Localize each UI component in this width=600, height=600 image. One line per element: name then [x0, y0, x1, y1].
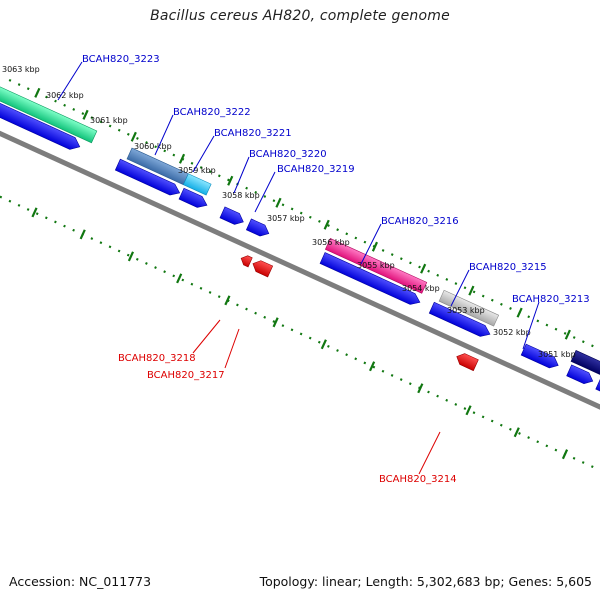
upper-ruler	[8, 78, 600, 372]
map-title: Bacillus cereus AH820, complete genome	[150, 8, 450, 24]
ruler-label: 3057 kbp	[267, 214, 305, 223]
reverse-gene-arrow[interactable]	[239, 254, 253, 268]
forward-gene-arrow[interactable]	[178, 187, 209, 211]
feature-bar-navy[interactable]	[570, 350, 600, 379]
feature-bar-cyan[interactable]	[183, 173, 212, 196]
gene-labels: BCAH820_3223 BCAH820_3222 BCAH820_3221 B…	[82, 54, 590, 485]
gene-label-bcah820-3220[interactable]: BCAH820_3220	[249, 149, 327, 160]
gene-label-bcah820-3214[interactable]: BCAH820_3214	[379, 474, 457, 485]
forward-gene-arrow[interactable]	[520, 343, 561, 371]
ruler-label: 3063 kbp	[2, 65, 40, 74]
gene-label-bcah820-3216[interactable]: BCAH820_3216	[381, 216, 459, 227]
ruler-label: 3052 kbp	[493, 328, 531, 337]
accession-label: Accession: NC_011773	[9, 574, 152, 589]
reverse-gene-arrows	[239, 254, 479, 372]
forward-gene-arrow[interactable]	[0, 94, 82, 152]
ruler-label: 3062 kbp	[46, 91, 84, 100]
ruler-label: 3059 kbp	[178, 166, 216, 175]
forward-gene-arrow[interactable]	[566, 364, 596, 387]
gene-label-bcah820-3221[interactable]: BCAH820_3221	[214, 128, 292, 139]
reverse-gene-arrow[interactable]	[454, 351, 479, 372]
ruler-label: 3060 kbp	[134, 142, 172, 151]
gene-label-bcah820-3219[interactable]: BCAH820_3219	[277, 164, 355, 175]
ruler-label: 3056 kbp	[312, 238, 350, 247]
gene-label-bcah820-3217[interactable]: BCAH820_3217	[147, 370, 225, 381]
genome-backbone	[0, 121, 600, 425]
lower-ruler	[0, 179, 600, 472]
gene-label-bcah820-3222[interactable]: BCAH820_3222	[173, 107, 251, 118]
reverse-gene-arrow[interactable]	[250, 258, 274, 278]
ruler-label: 3054 kbp	[402, 284, 440, 293]
feature-bar-green[interactable]	[0, 80, 98, 144]
ruler-label: 3058 kbp	[222, 191, 260, 200]
ruler-labels: 3063 kbp 3062 kbp 3061 kbp 3060 kbp 3059…	[2, 65, 576, 359]
forward-gene-arrow[interactable]	[245, 218, 271, 239]
forward-gene-arrow[interactable]	[114, 158, 182, 198]
gene-label-bcah820-3215[interactable]: BCAH820_3215	[469, 262, 547, 273]
forward-gene-arrow[interactable]	[319, 252, 422, 308]
forward-gene-arrow[interactable]	[219, 206, 246, 227]
rotated-track-frame	[0, 78, 600, 472]
forward-gene-arrows	[0, 94, 600, 406]
ruler-label: 3053 kbp	[447, 306, 485, 315]
ruler-label: 3061 kbp	[90, 116, 128, 125]
ruler-label: 3051 kbp	[538, 350, 576, 359]
feature-bar-pink[interactable]	[324, 238, 428, 294]
leader-lines	[57, 61, 540, 475]
topology-label: Topology: linear; Length: 5,302,683 bp; …	[259, 574, 592, 589]
gene-label-bcah820-3223[interactable]: BCAH820_3223	[82, 54, 160, 65]
gene-label-bcah820-3213[interactable]: BCAH820_3213	[512, 294, 590, 305]
forward-gene-arrow[interactable]	[595, 377, 600, 406]
ruler-label: 3055 kbp	[357, 261, 395, 270]
feature-bars	[0, 80, 600, 379]
forward-gene-arrow[interactable]	[428, 301, 492, 339]
gene-label-bcah820-3218[interactable]: BCAH820_3218	[118, 353, 196, 364]
